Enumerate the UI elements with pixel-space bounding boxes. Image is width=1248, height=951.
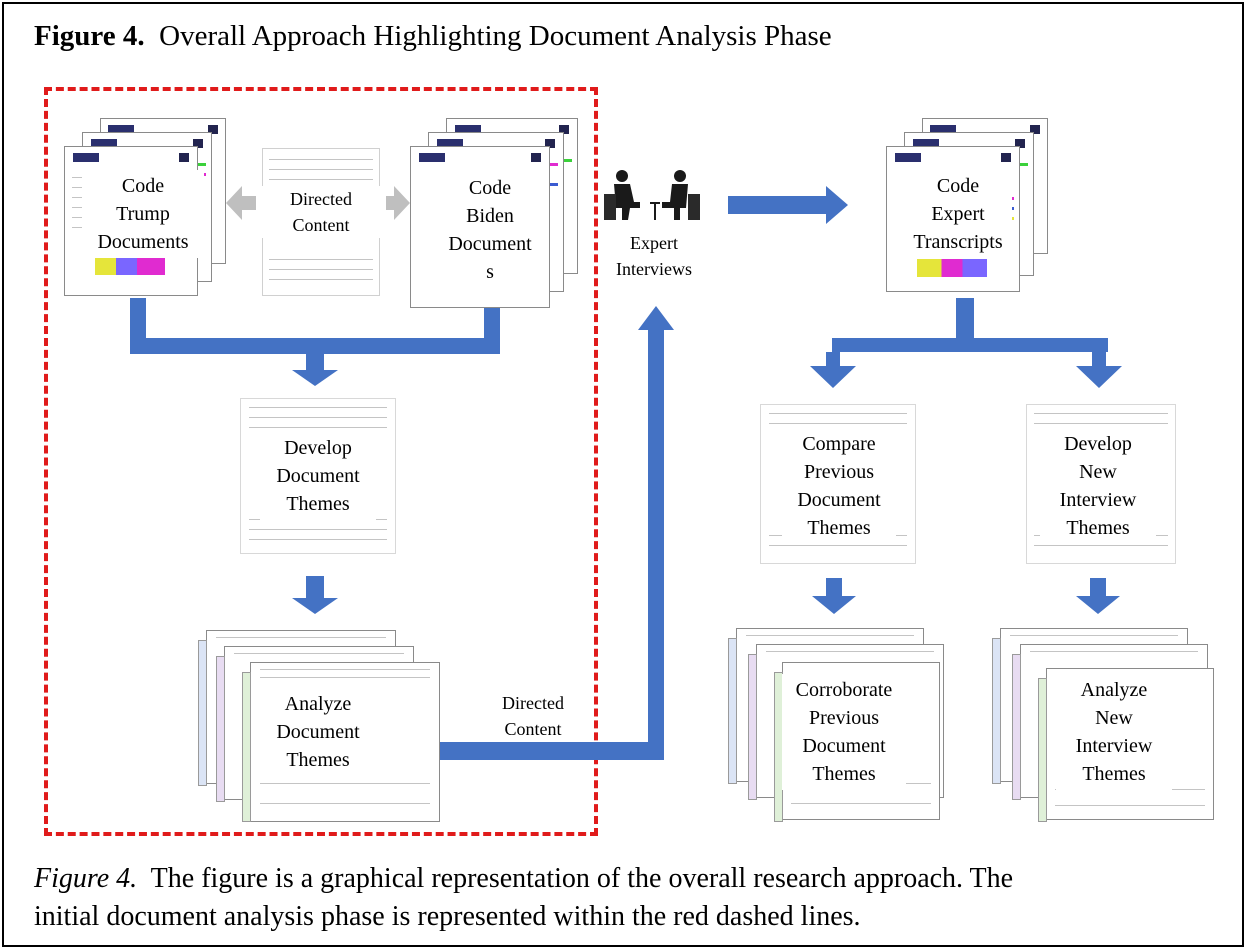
node-text: Code (121, 175, 165, 197)
arrow-to-analyze-doc (292, 576, 338, 614)
node-text: s (486, 261, 494, 283)
arrow-to-develop-new (1076, 352, 1122, 388)
node-analyze-new: Analyze New Interview Themes (1056, 674, 1172, 790)
arrow-to-compare (810, 352, 856, 388)
figure-title: Figure 4. Overall Approach Highlighting … (34, 20, 832, 53)
node-corroborate-previous: Corroborate Previous Document Themes (782, 674, 906, 790)
directed-content-connector (440, 306, 674, 760)
node-text: Document (276, 721, 360, 743)
node-text: Analyze (284, 693, 352, 715)
category-strip (728, 638, 737, 784)
category-strip (1038, 678, 1047, 822)
arrow-to-biden (380, 186, 410, 220)
node-directed-content-top: Directed Content (256, 186, 386, 238)
node-compare-previous: Compare Previous Document Themes (782, 428, 896, 544)
category-strip (198, 640, 207, 786)
category-strip (216, 656, 225, 802)
arrow-to-code-expert (728, 186, 848, 224)
figure-title-label: Figure 4. (34, 20, 145, 52)
figure-caption: Figure 4. The figure is a graphical repr… (34, 860, 1214, 936)
node-text: Themes (1082, 763, 1146, 785)
node-text: Directed (502, 693, 564, 713)
caption-line-2: initial document analysis phase is repre… (34, 901, 861, 932)
node-text: Trump (116, 203, 170, 225)
split-bracket-right (832, 298, 1108, 352)
node-text: Biden (466, 205, 514, 227)
node-text: Code (936, 175, 980, 197)
node-analyze-doc-themes: Analyze Document Themes (258, 688, 378, 776)
node-text: Themes (812, 763, 876, 785)
node-text: Themes (286, 749, 350, 771)
node-text: Interview (1075, 735, 1153, 757)
document-analysis-phase-boundary (44, 87, 598, 836)
node-text: New (1079, 461, 1117, 483)
node-expert-interviews: Expert Interviews (604, 230, 704, 282)
node-text: Documents (97, 231, 189, 253)
category-strip (992, 638, 1001, 784)
node-text: Develop (284, 437, 352, 459)
node-text: Interviews (616, 259, 692, 279)
node-text: Document (448, 233, 532, 255)
node-code-trump: Code Trump Documents (82, 170, 204, 258)
caption-label: Figure 4. (34, 863, 138, 894)
caption-text-1: The figure is a graphical representation… (150, 863, 1014, 894)
highlighted-text (95, 255, 165, 275)
arrow-to-trump (226, 186, 256, 220)
category-strip (748, 654, 757, 800)
node-develop-doc-themes: Develop Document Themes (260, 432, 376, 520)
node-text: Previous (809, 707, 879, 729)
node-text: Expert (931, 203, 985, 225)
node-text: Document (802, 735, 886, 757)
node-text: Develop (1064, 433, 1132, 455)
node-text: Document (276, 465, 360, 487)
node-directed-content-bottom: Directed Content (478, 690, 588, 742)
merge-bracket-left (130, 298, 500, 354)
node-text: Corroborate (795, 679, 893, 701)
node-text: Directed (290, 189, 352, 209)
node-text: Content (504, 719, 562, 739)
arrow-to-develop-doc (292, 354, 338, 386)
category-strip (1012, 654, 1021, 800)
node-text: Interview (1059, 489, 1137, 511)
node-text: Themes (286, 493, 350, 515)
node-text: Document (797, 489, 881, 511)
node-text: Transcripts (913, 231, 1003, 253)
category-strip (242, 672, 251, 822)
interview-people-icon (604, 170, 700, 220)
node-text: Content (292, 215, 350, 235)
node-text: Analyze (1080, 679, 1148, 701)
node-text: Themes (1066, 517, 1130, 539)
node-text: Compare (802, 433, 876, 455)
arrow-to-analyze-new (1076, 578, 1120, 614)
node-text: Code (468, 177, 512, 199)
node-text: Expert (630, 233, 678, 253)
node-text: New (1095, 707, 1133, 729)
highlighted-text (917, 259, 987, 277)
caption-line-1: Figure 4. The figure is a graphical repr… (34, 860, 1214, 898)
node-text: Previous (804, 461, 874, 483)
node-code-biden: Code Biden Document s (434, 172, 546, 288)
node-text: Themes (807, 517, 871, 539)
arrow-to-corroborate (812, 578, 856, 614)
figure-title-text: Overall Approach Highlighting Document A… (159, 20, 832, 52)
node-code-expert: Code Expert Transcripts (904, 170, 1012, 258)
node-develop-new: Develop New Interview Themes (1040, 428, 1156, 544)
